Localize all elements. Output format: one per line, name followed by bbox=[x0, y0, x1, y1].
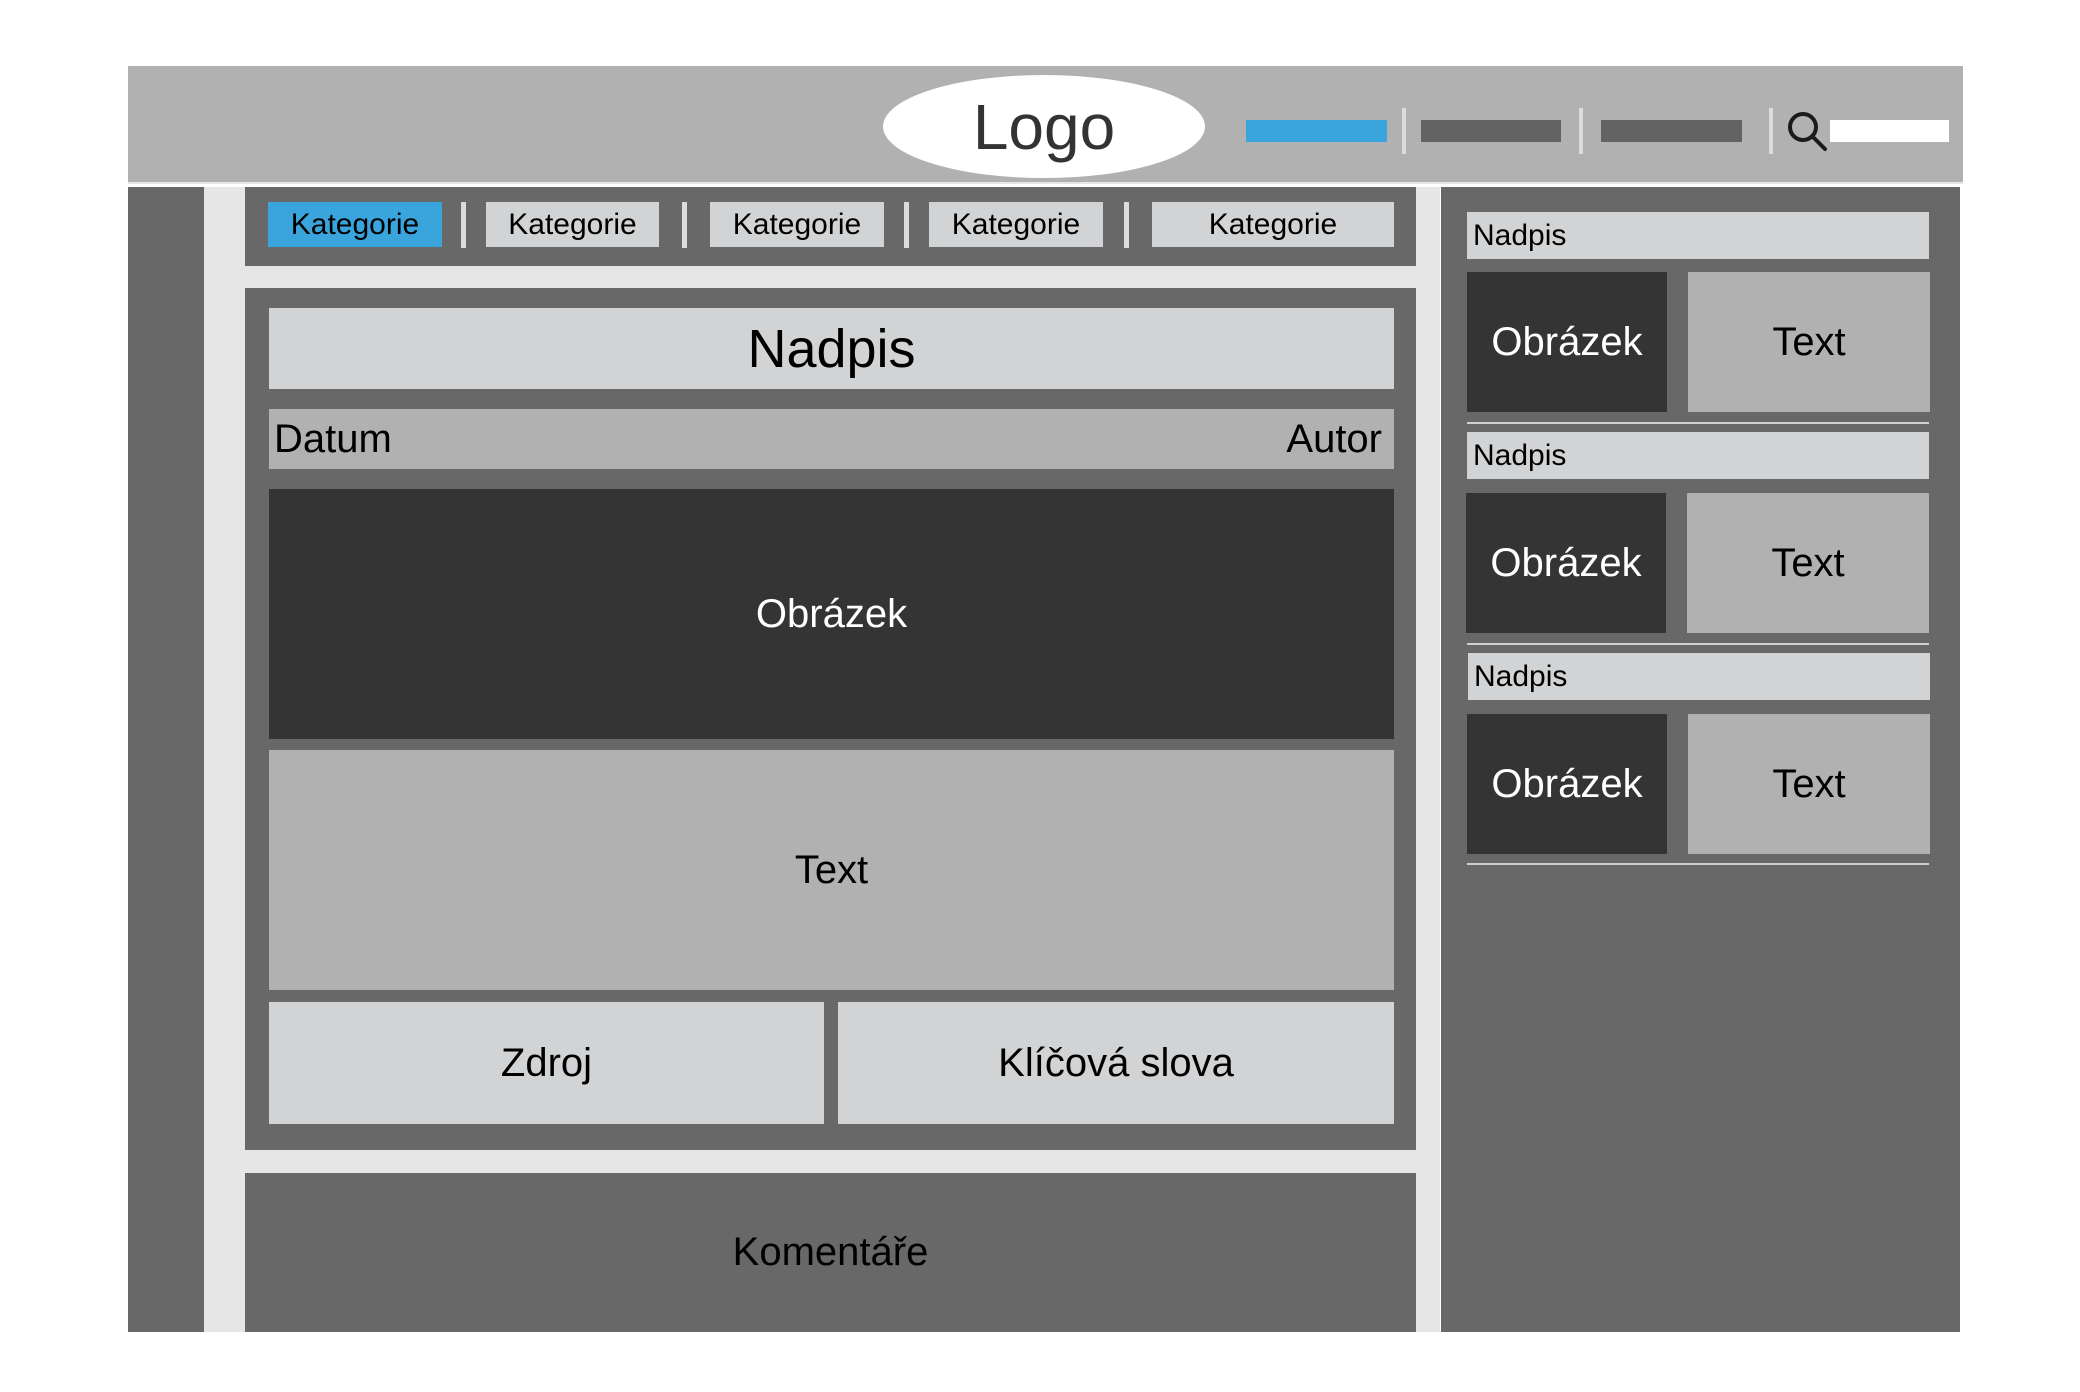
category-divider bbox=[461, 202, 466, 248]
nav-divider bbox=[1769, 108, 1773, 154]
sidebar-card-image[interactable]: Obrázek bbox=[1467, 714, 1667, 854]
logo[interactable]: Logo bbox=[883, 75, 1205, 178]
sidebar-card-title[interactable]: Nadpis bbox=[1467, 432, 1929, 479]
article-title: Nadpis bbox=[269, 308, 1394, 389]
article-author[interactable]: Autor bbox=[1286, 416, 1382, 461]
sidebar-divider bbox=[1467, 863, 1929, 865]
article-date: Datum bbox=[274, 416, 392, 461]
category-divider bbox=[1124, 202, 1129, 248]
category-tab-2[interactable]: Kategorie bbox=[486, 202, 659, 247]
sidebar-card-image[interactable]: Obrázek bbox=[1466, 493, 1666, 633]
article-source[interactable]: Zdroj bbox=[269, 1002, 824, 1124]
nav-divider bbox=[1402, 108, 1406, 154]
sidebar-card-title[interactable]: Nadpis bbox=[1467, 212, 1929, 259]
sidebar-card-text: Text bbox=[1687, 493, 1929, 633]
category-tab-1[interactable]: Kategorie bbox=[268, 202, 442, 247]
article-meta: Datum Autor bbox=[269, 409, 1394, 469]
article-text: Text bbox=[269, 750, 1394, 990]
left-sidebar bbox=[128, 187, 204, 1332]
search-icon[interactable] bbox=[1786, 110, 1828, 152]
category-tab-4[interactable]: Kategorie bbox=[929, 202, 1103, 247]
sidebar-card-image[interactable]: Obrázek bbox=[1467, 272, 1667, 412]
category-tab-3[interactable]: Kategorie bbox=[710, 202, 884, 247]
article-keywords[interactable]: Klíčová slova bbox=[838, 1002, 1394, 1124]
sidebar-divider bbox=[1467, 422, 1929, 424]
article-image: Obrázek bbox=[269, 489, 1394, 739]
search-input[interactable] bbox=[1830, 120, 1949, 142]
category-tab-5[interactable]: Kategorie bbox=[1152, 202, 1394, 247]
category-divider bbox=[904, 202, 909, 248]
comments-section[interactable]: Komentáře bbox=[245, 1173, 1416, 1332]
sidebar-divider bbox=[1467, 643, 1929, 645]
nav-item-1[interactable] bbox=[1246, 120, 1387, 142]
sidebar-card-text: Text bbox=[1688, 714, 1930, 854]
nav-divider bbox=[1579, 108, 1583, 154]
nav-item-2[interactable] bbox=[1421, 120, 1561, 142]
sidebar-card-title[interactable]: Nadpis bbox=[1468, 653, 1930, 700]
nav-item-3[interactable] bbox=[1601, 120, 1742, 142]
sidebar-card-text: Text bbox=[1688, 272, 1930, 412]
category-divider bbox=[682, 202, 687, 248]
